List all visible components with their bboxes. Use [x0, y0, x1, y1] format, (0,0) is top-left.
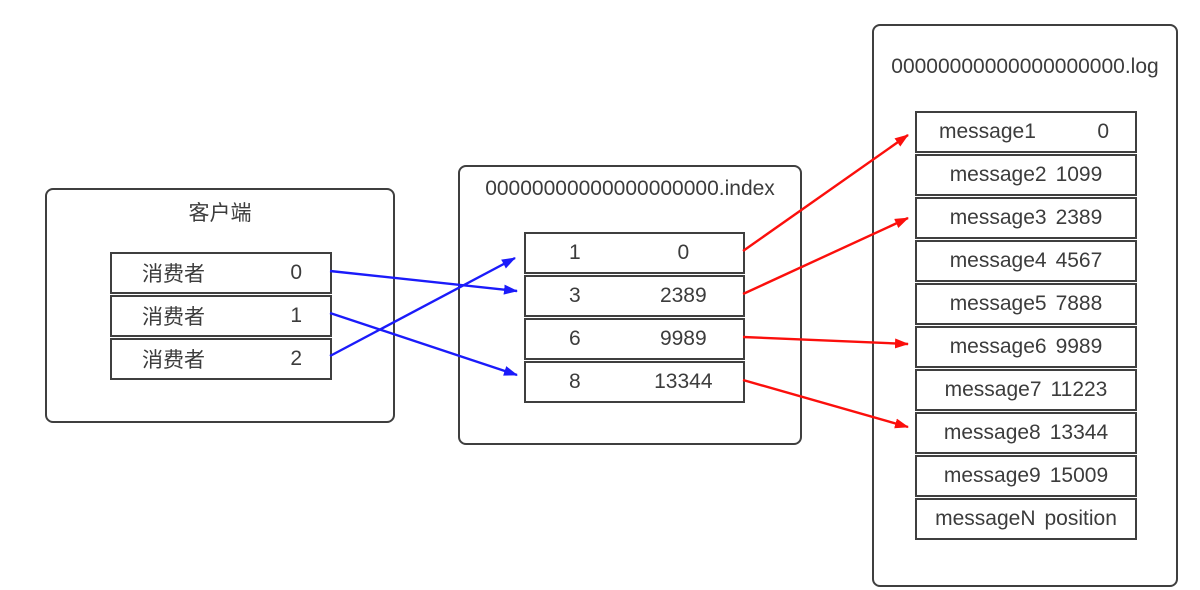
- log-message-name: messageN: [935, 507, 1036, 530]
- log-message-name: message4: [949, 249, 1047, 272]
- log-message-row: message4 4567: [915, 240, 1137, 282]
- index-entry-row: 3 2389: [524, 275, 745, 317]
- log-message-position: 4567: [1055, 249, 1103, 272]
- log-message-row: message8 13344: [915, 412, 1137, 454]
- consumer-id: 1: [290, 304, 302, 327]
- index-entry-position: 13344: [654, 370, 713, 393]
- log-message-row: message7 11223: [915, 369, 1137, 411]
- log-message-position: 9989: [1055, 335, 1103, 358]
- log-message-name: message1: [939, 120, 1036, 143]
- client-consumer-table: 消费者 0 消费者 1 消费者 2: [110, 252, 332, 380]
- log-message-position: 15009: [1049, 464, 1109, 487]
- consumer-label: 消费者: [142, 263, 205, 286]
- log-message-name: message9: [943, 464, 1041, 487]
- log-message-position: 2389: [1055, 206, 1103, 229]
- log-message-row: message6 9989: [915, 326, 1137, 368]
- log-message-position: 1099: [1055, 163, 1103, 186]
- client-box-title: 客户端: [188, 202, 252, 225]
- log-message-row: message2 1099: [915, 154, 1137, 196]
- index-entry-offset: 8: [568, 370, 581, 393]
- log-message-name: message8: [943, 421, 1041, 444]
- consumer-row: 消费者 1: [110, 295, 332, 337]
- log-message-position: 13344: [1049, 421, 1109, 444]
- consumer-id: 0: [290, 261, 302, 284]
- index-entry-offset: 3: [568, 284, 581, 307]
- log-message-name: message2: [949, 163, 1047, 186]
- client-box: 客户端 消费者 0 消费者 1 消费者 2: [45, 188, 395, 423]
- index-entry-row: 8 13344: [524, 361, 745, 403]
- index-entry-row: 6 9989: [524, 318, 745, 360]
- log-message-row: messageN position: [915, 498, 1137, 540]
- index-file-title: 00000000000000000000.index: [485, 177, 775, 200]
- log-message-name: message5: [949, 292, 1047, 315]
- log-message-row: message1 0: [915, 111, 1137, 153]
- consumer-label: 消费者: [142, 349, 205, 372]
- log-message-row: message3 2389: [915, 197, 1137, 239]
- index-entry-offset: 1: [568, 241, 581, 264]
- log-message-name: message6: [949, 335, 1047, 358]
- consumer-id: 2: [290, 347, 302, 370]
- index-entry-position: 2389: [659, 284, 707, 307]
- index-entry-position: 9989: [659, 327, 707, 350]
- log-file-title: 00000000000000000000.log: [891, 55, 1159, 78]
- index-entry-position: 0: [677, 241, 690, 264]
- log-message-position: 0: [1097, 120, 1109, 143]
- log-message-row: message5 7888: [915, 283, 1137, 325]
- consumer-label: 消费者: [142, 306, 205, 329]
- consumer-row: 消费者 2: [110, 338, 332, 380]
- log-message-name: message7: [944, 378, 1042, 401]
- log-message-position: position: [1044, 507, 1117, 530]
- log-message-name: message3: [949, 206, 1047, 229]
- log-message-position: 7888: [1055, 292, 1103, 315]
- log-message-position: 11223: [1050, 378, 1108, 401]
- index-entry-offset: 6: [568, 327, 581, 350]
- consumer-row: 消费者 0: [110, 252, 332, 294]
- log-message-row: message9 15009: [915, 455, 1137, 497]
